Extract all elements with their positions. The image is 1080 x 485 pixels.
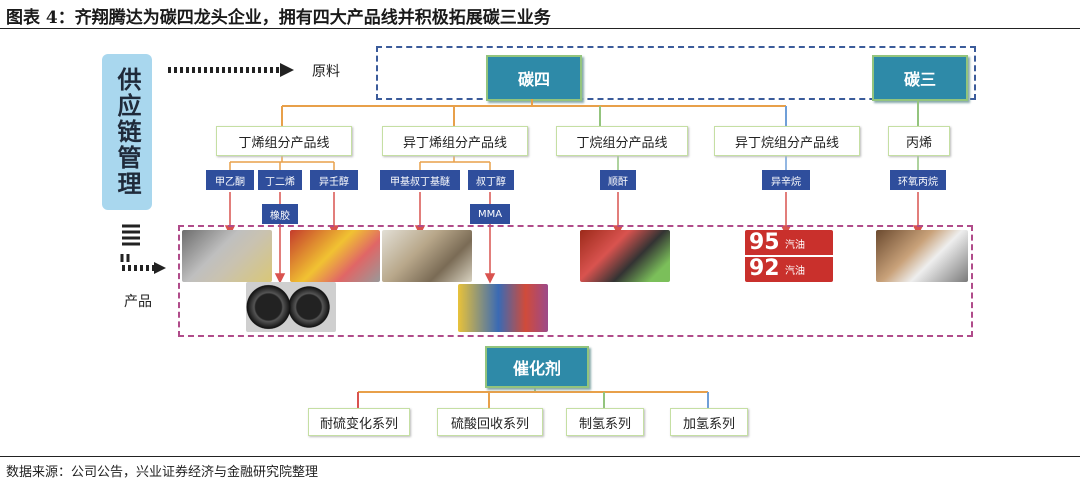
gasoline-95-text: 95 (749, 230, 780, 255)
raw-arrow-icon (168, 63, 294, 77)
chip-tba: 叔丁醇 (468, 170, 514, 190)
product-photo-isononanol (290, 230, 380, 282)
raw-material-frame (376, 46, 976, 100)
catalyst-series-acid-recovery: 硫酸回收系列 (437, 408, 543, 436)
supply-chain-label: 供应链管理 (102, 54, 152, 210)
catalyst-series-text: 耐硫变化系列 (319, 416, 398, 432)
raw-material-label: 原料 (312, 64, 340, 80)
product-line-text: 丁烯组分产品线 (238, 135, 330, 151)
c4-box: 碳四 (486, 55, 582, 101)
product-line-isobutane: 异丁烷组分产品线 (714, 126, 860, 156)
catalyst-series-text: 硫酸回收系列 (450, 416, 529, 432)
chip-rubber: 橡胶 (262, 204, 298, 224)
product-photo-rubber-tires (246, 282, 336, 332)
product-line-text: 丁烷组分产品线 (576, 135, 668, 151)
product-line-butane: 丁烷组分产品线 (556, 126, 688, 156)
gasoline-92-text: 92 (749, 256, 780, 281)
source-note: 数据来源：公司公告，兴业证券经济与金融研究院整理 (6, 465, 319, 480)
product-photo-gasoline: 95 汽油 92 汽油 (745, 230, 833, 282)
catalyst-series-text: 制氢系列 (578, 416, 631, 432)
catalyst-text: 催化剂 (512, 359, 561, 378)
chip-isooctane: 异辛烷 (762, 170, 810, 190)
chip-isononanol: 异壬醇 (310, 170, 358, 190)
catalyst-series-sulfur-tolerant: 耐硫变化系列 (308, 408, 410, 436)
catalyst-box: 催化剂 (485, 346, 589, 388)
figure-title: 图表 4：齐翔腾达为碳四龙头企业，拥有四大产品线并积极拓展碳三业务 (6, 8, 551, 28)
product-photo-maleic-anhydride (580, 230, 670, 282)
products-frame (178, 225, 973, 337)
c3-box: 碳三 (872, 55, 968, 101)
title-rule (0, 28, 1080, 29)
c3-text: 碳三 (903, 70, 936, 89)
product-line-isobutene: 异丁烯组分产品线 (382, 126, 528, 156)
chip-mek: 甲乙酮 (206, 170, 254, 190)
product-photo-mek (182, 230, 272, 282)
product-photo-propylene-oxide (876, 230, 968, 282)
source-rule (0, 456, 1080, 457)
supply-chain-text: 供应链管理 (113, 67, 141, 197)
catalyst-series-text: 加氢系列 (682, 416, 735, 432)
product-arrow-icon (120, 224, 166, 274)
catalyst-series-hydrogenation: 加氢系列 (670, 408, 748, 436)
chip-butadiene: 丁二烯 (258, 170, 302, 190)
product-photo-mtbe (382, 230, 472, 282)
product-photo-mma (458, 284, 548, 332)
product-line-text: 异丁烷组分产品线 (734, 135, 839, 151)
product-line-text: 丙烯 (905, 135, 932, 151)
c4-text: 碳四 (517, 70, 550, 89)
chip-propylene-oxide: 环氧丙烷 (890, 170, 946, 190)
product-line-propylene: 丙烯 (888, 126, 950, 156)
chip-mma: MMA (470, 204, 510, 224)
chip-mtbe: 甲基叔丁基醚 (380, 170, 460, 190)
product-label: 产品 (124, 294, 152, 310)
catalyst-series-hydrogen-production: 制氢系列 (566, 408, 644, 436)
gasoline-label-text: 汽油 (785, 240, 805, 251)
product-line-text: 异丁烯组分产品线 (402, 135, 507, 151)
gasoline-label-text-2: 汽油 (785, 266, 805, 277)
chip-maleic-anhydride: 顺酐 (600, 170, 636, 190)
gasoline-divider (745, 255, 833, 257)
product-line-butene: 丁烯组分产品线 (216, 126, 352, 156)
